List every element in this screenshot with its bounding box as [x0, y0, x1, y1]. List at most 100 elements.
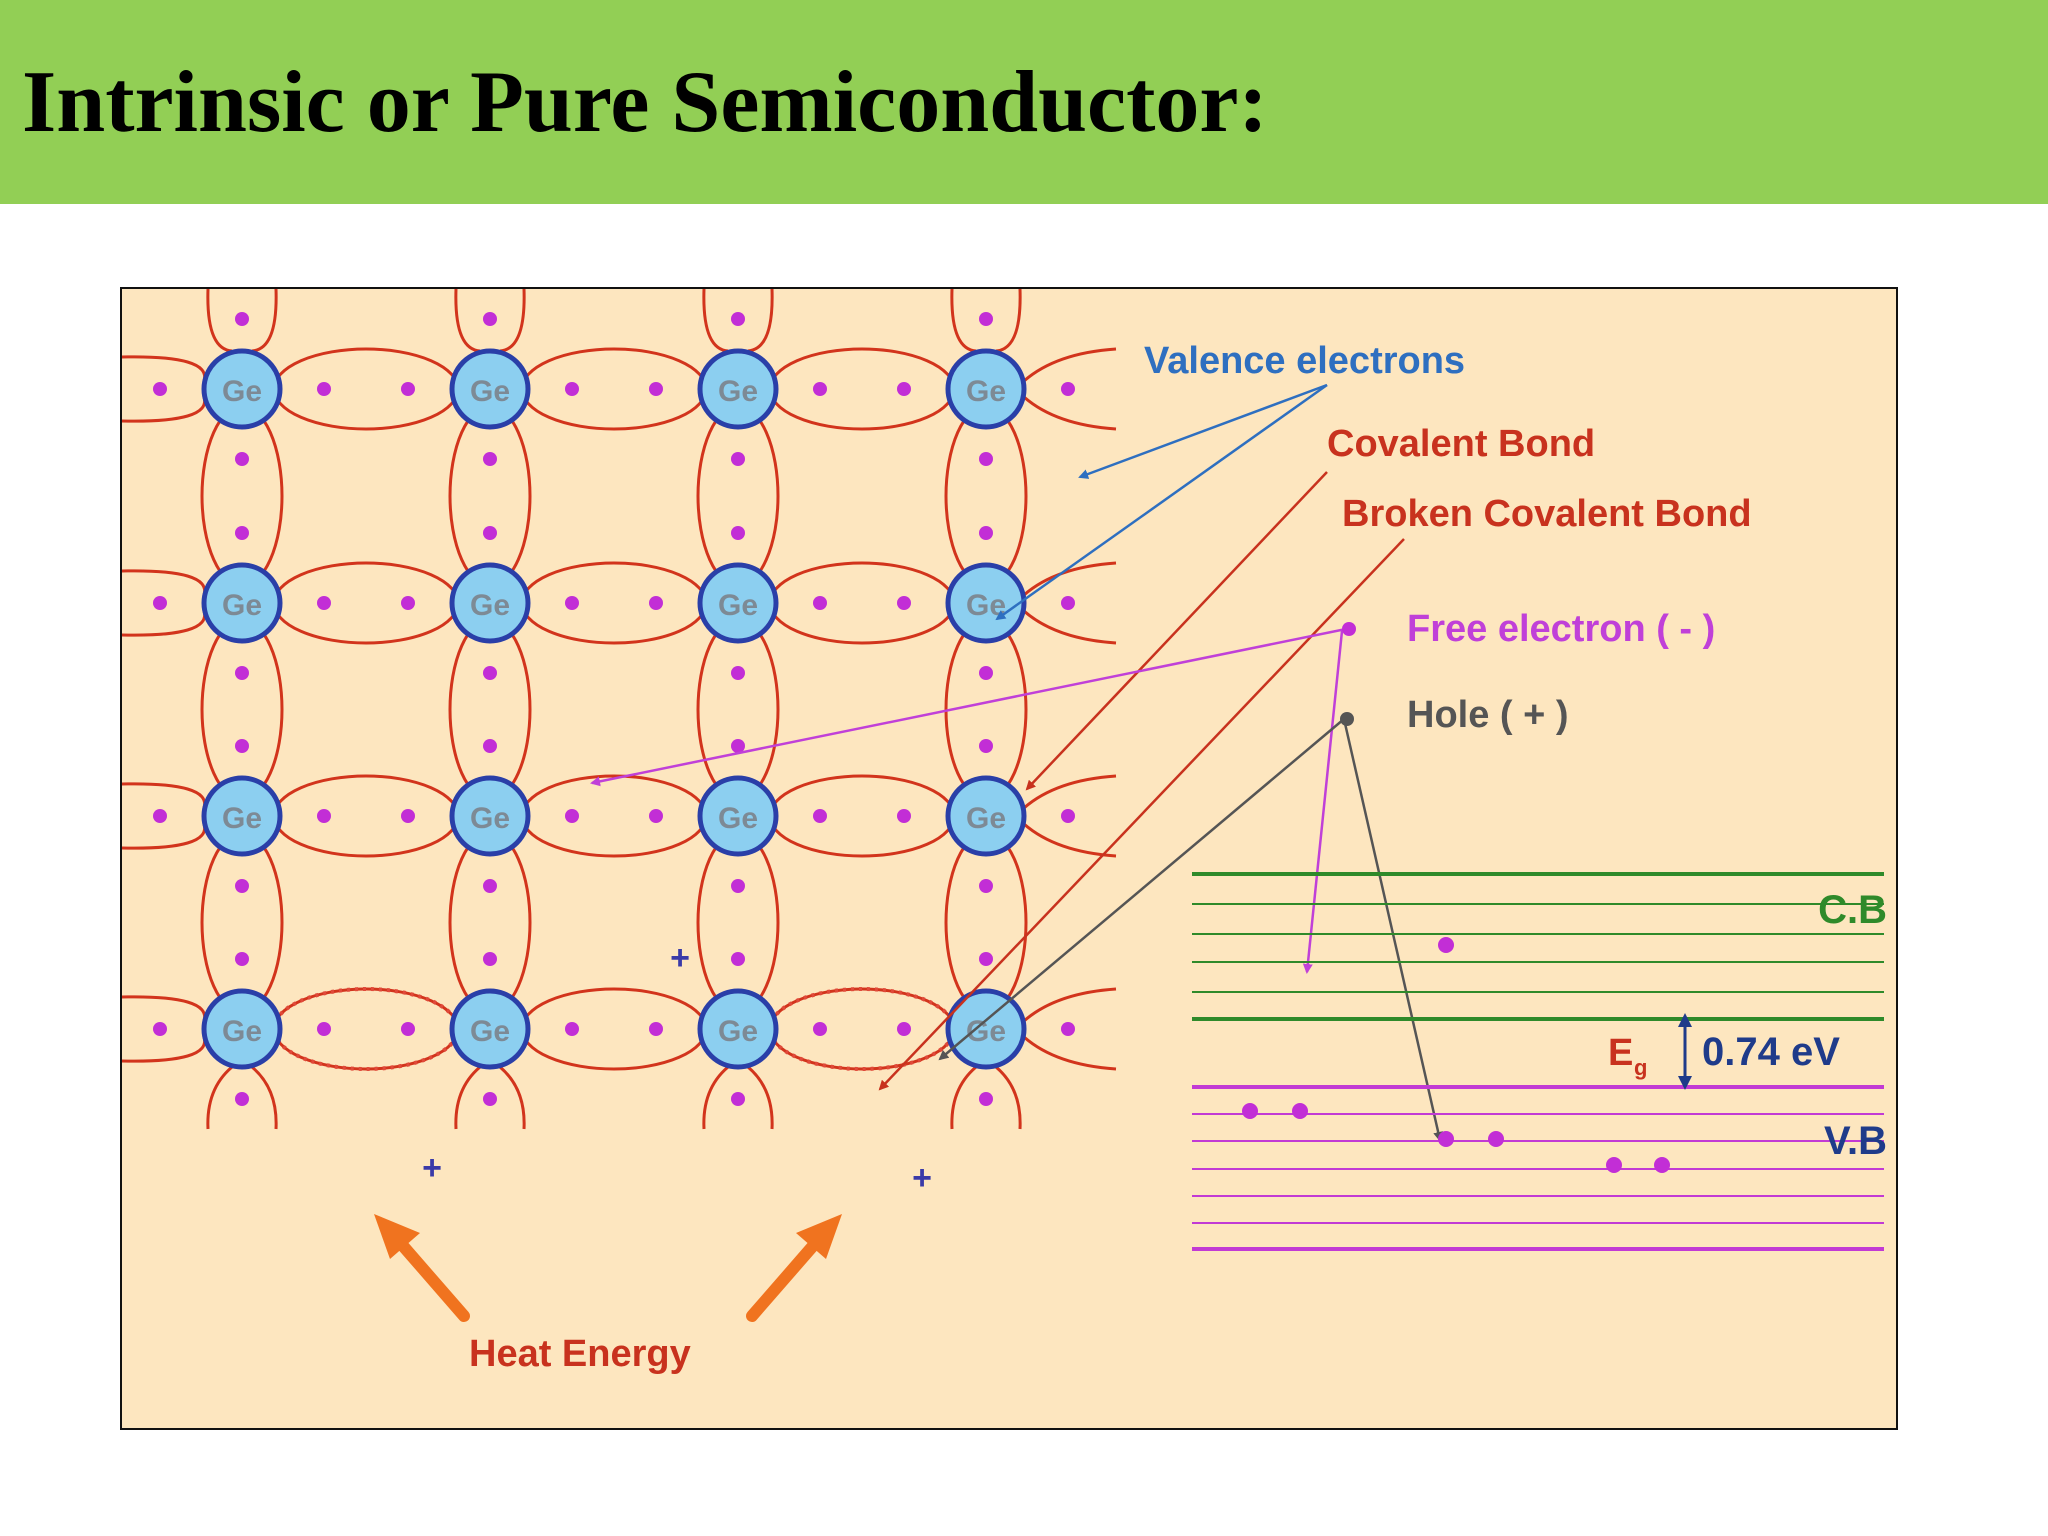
covalent-bond	[448, 618, 532, 801]
valence-electron	[813, 382, 827, 396]
ge-atom	[945, 348, 1027, 430]
edge-bond	[950, 1065, 977, 1130]
edge-bond	[499, 289, 526, 353]
valence-electron	[483, 952, 497, 966]
valence-band-electron	[1488, 1131, 1504, 1147]
edge-bond	[454, 1065, 481, 1130]
valence-electron	[235, 879, 249, 893]
covalent-bond	[520, 774, 708, 858]
ge-atom	[449, 348, 531, 430]
valence-electron	[401, 1022, 415, 1036]
valence-electron	[979, 879, 993, 893]
pointer-lines	[590, 383, 1444, 1142]
edge-bond	[122, 610, 207, 637]
valence-electron	[153, 809, 167, 823]
covalent-bond	[448, 404, 532, 588]
ge-atom-label: Ge	[966, 802, 1006, 835]
valence-electron	[483, 1092, 497, 1106]
valence-pointer-1	[1078, 383, 1328, 479]
edge-bond	[702, 289, 729, 353]
edge-bond	[747, 289, 774, 353]
free-electron-to-cb	[1302, 630, 1344, 974]
edge-bond	[1023, 395, 1117, 431]
valence-electron	[317, 809, 331, 823]
energy-band-diagram	[1192, 872, 1884, 1251]
energy-gap-arrow-down	[1678, 1076, 1692, 1090]
ge-atom	[697, 988, 779, 1070]
valence-electron	[317, 1022, 331, 1036]
ge-atom	[201, 775, 283, 857]
ge-atom	[697, 348, 779, 430]
valence-band-electron	[1438, 1131, 1454, 1147]
covalent-bond-label: Covalent Bond	[1327, 423, 1595, 465]
edge-bond	[122, 1036, 207, 1063]
ge-atom-label: Ge	[222, 375, 262, 408]
valence-electrons-label: Valence electrons	[1144, 340, 1465, 382]
hole-pointer	[938, 718, 1345, 1061]
edge-bond	[122, 355, 207, 382]
valence-electron	[317, 596, 331, 610]
covalent-bond	[448, 831, 532, 1014]
ge-atom	[449, 775, 531, 857]
edge-bond	[454, 289, 481, 353]
valence-electron	[565, 382, 579, 396]
ge-atom-label: Ge	[470, 802, 510, 835]
ge-atom-label: Ge	[222, 1015, 262, 1048]
ge-atom	[201, 562, 283, 644]
valence-electron	[235, 1092, 249, 1106]
valence-electron	[401, 596, 415, 610]
valence-electron	[483, 739, 497, 753]
edge-bond	[1023, 347, 1117, 383]
edge-bond	[251, 1065, 278, 1130]
valence-electron	[1061, 382, 1075, 396]
covalent-bond	[200, 618, 284, 801]
covalent-bond	[200, 831, 284, 1014]
valence-band-electron	[1654, 1157, 1670, 1173]
edge-bond	[1023, 987, 1117, 1023]
ge-atom	[945, 775, 1027, 857]
covalent-bond	[272, 347, 460, 431]
valence-electron	[979, 739, 993, 753]
heat-arrow-left	[391, 1233, 470, 1322]
hole-signs: +++	[422, 939, 932, 1197]
ge-atom	[945, 562, 1027, 644]
ge-atom-label: Ge	[470, 375, 510, 408]
valence-electron	[483, 879, 497, 893]
valence-electron	[731, 879, 745, 893]
valence-electron	[813, 809, 827, 823]
valence-electron	[649, 809, 663, 823]
hole-to-vb	[1342, 718, 1444, 1142]
heat-arrow-right-head	[796, 1214, 842, 1259]
broken-covalent-bond-label: Broken Covalent Bond	[1342, 493, 1752, 535]
edge-bond	[122, 823, 207, 850]
valence-electron	[979, 1092, 993, 1106]
edge-bond	[251, 289, 278, 353]
valence-electron	[897, 596, 911, 610]
free-electron-pointer	[590, 627, 1347, 787]
edge-bond	[995, 1065, 1022, 1130]
valence-electron	[979, 452, 993, 466]
valence-pointer-2	[995, 383, 1328, 621]
ge-atom	[449, 562, 531, 644]
edge-bond	[206, 1065, 233, 1130]
valence-electron	[235, 312, 249, 326]
covalent-bond	[768, 347, 956, 431]
edge-bond	[1023, 822, 1117, 858]
ge-atom-label: Ge	[470, 589, 510, 622]
edge-bond	[1023, 609, 1117, 645]
energy-gap-arrow-up	[1678, 1013, 1692, 1027]
valence-electron	[731, 526, 745, 540]
ge-atom	[697, 562, 779, 644]
ge-atom-label: Ge	[470, 1015, 510, 1048]
valence-electron	[235, 526, 249, 540]
valence-electron	[153, 382, 167, 396]
valence-electron	[649, 596, 663, 610]
valence-electron	[979, 312, 993, 326]
valence-electron	[897, 382, 911, 396]
valence-electron	[235, 739, 249, 753]
hole-label: Hole ( + )	[1407, 694, 1569, 736]
heat-arrow-left-head	[374, 1214, 420, 1259]
valence-band-electron	[1606, 1157, 1622, 1173]
ge-atom-label: Ge	[966, 375, 1006, 408]
